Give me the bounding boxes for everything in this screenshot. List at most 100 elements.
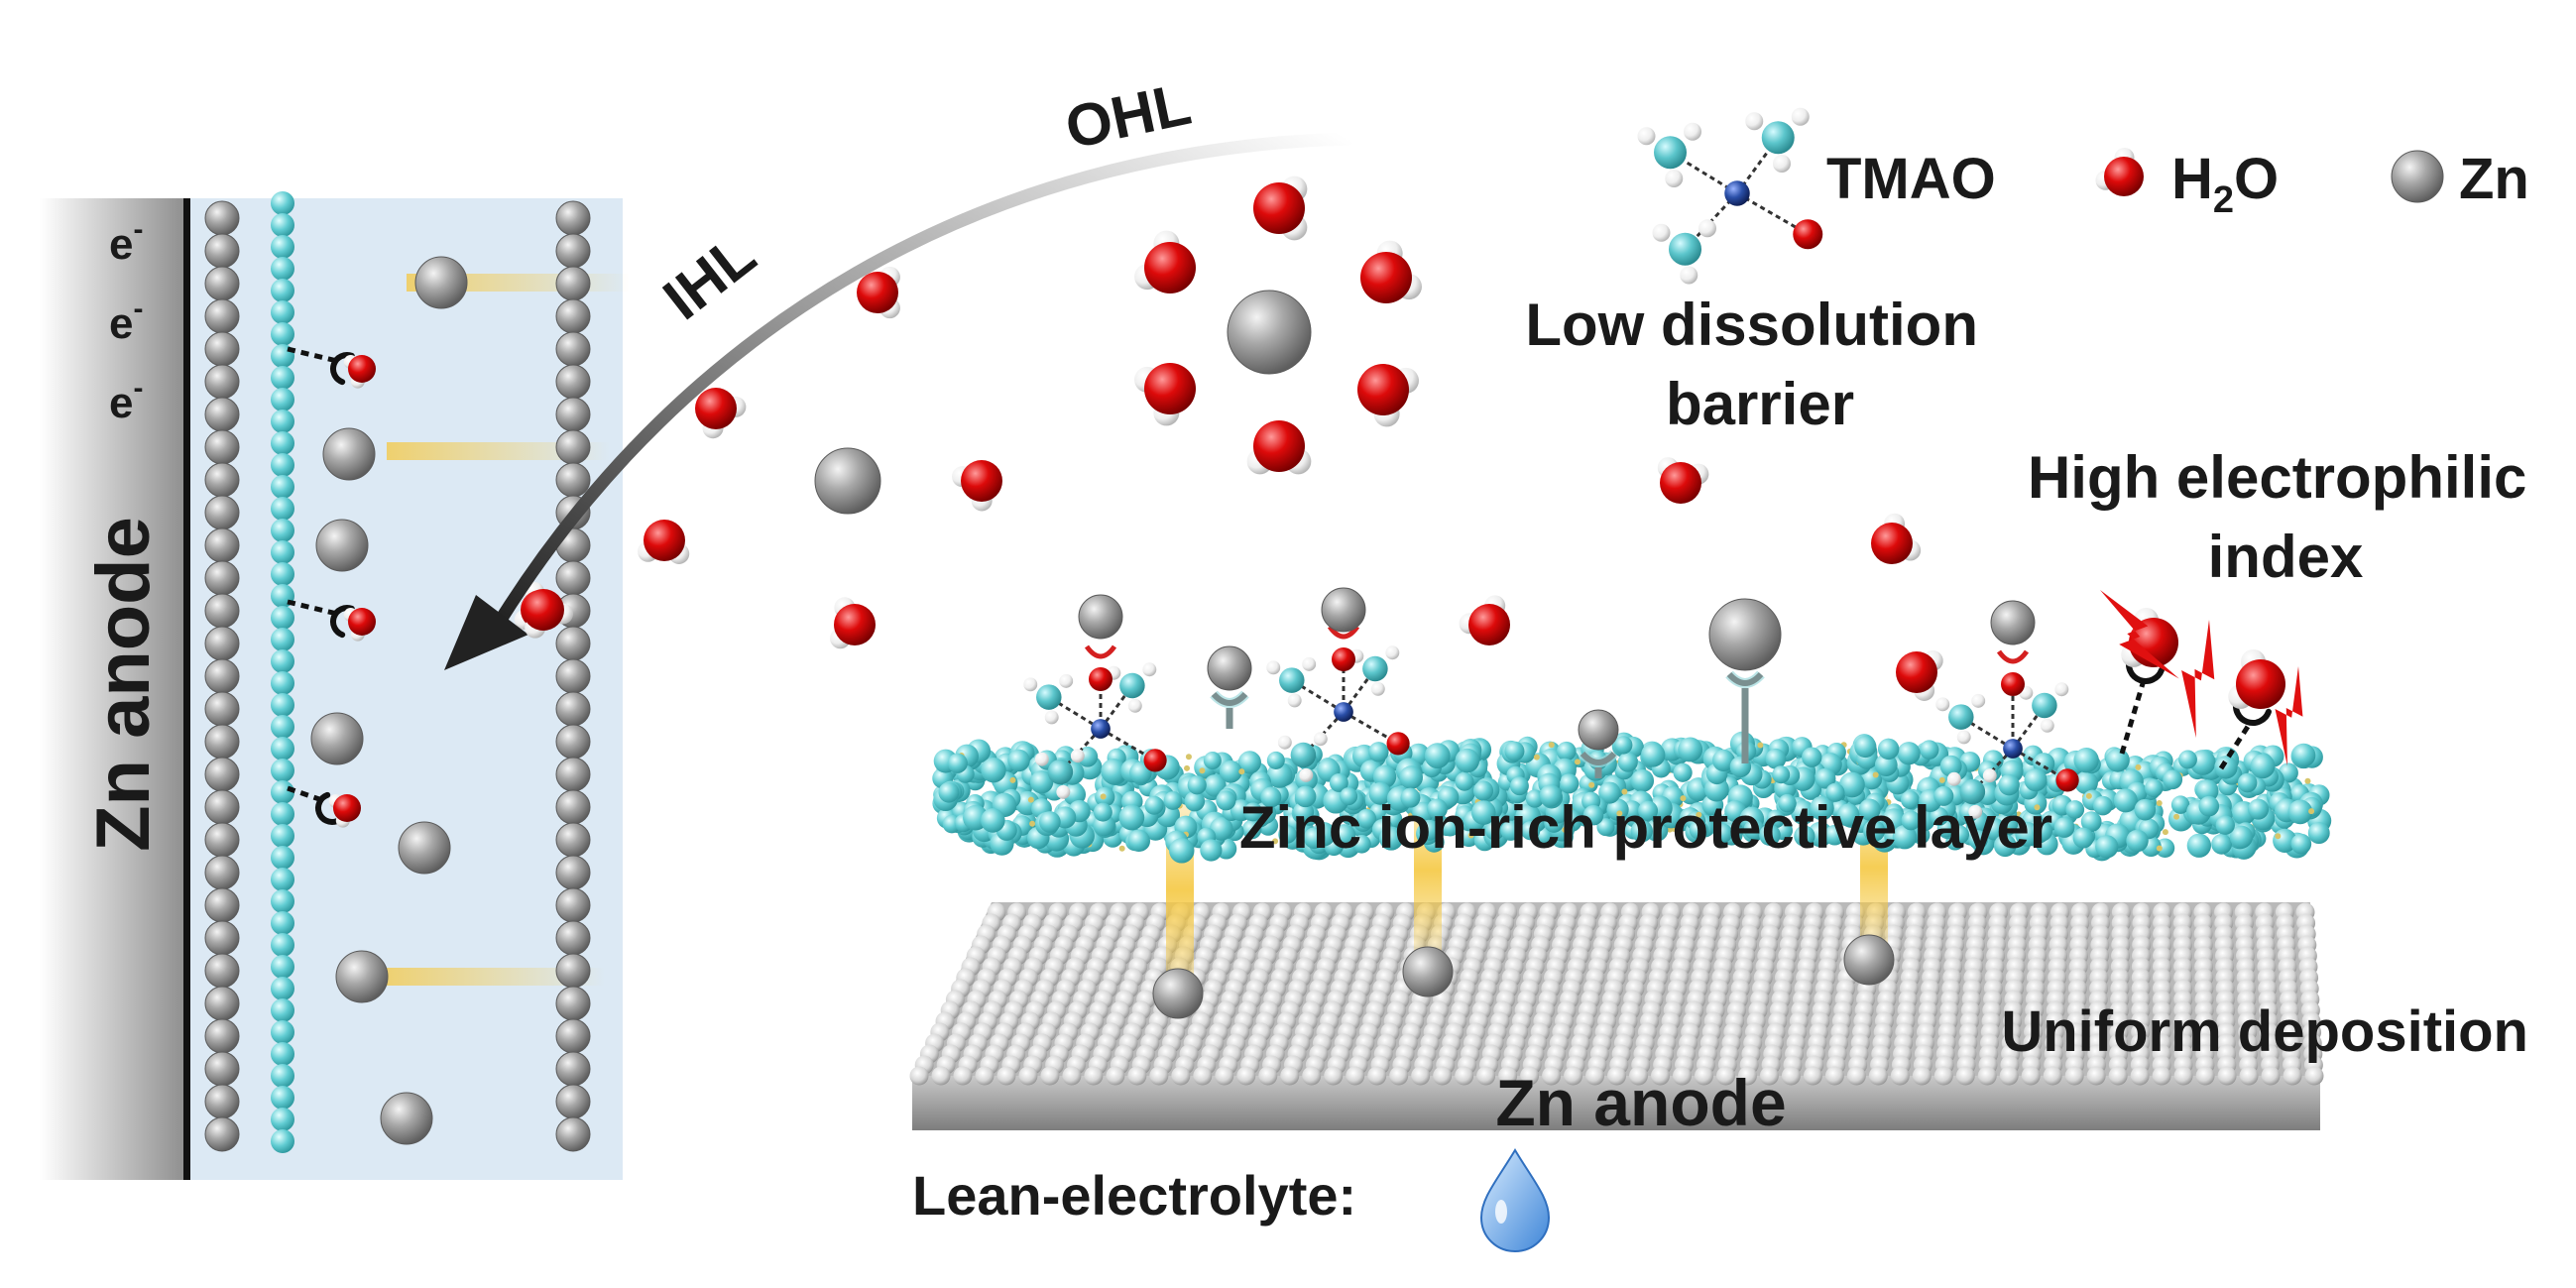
lean-electrolyte-label: Lean-electrolyte:	[912, 1164, 1356, 1227]
water-molecule	[1134, 363, 1196, 426]
protective-layer-atom	[1810, 795, 1834, 821]
protective-layer-atom	[1169, 838, 1195, 864]
protective-layer-atom	[1163, 791, 1183, 810]
legend-tmao-label: TMAO	[1826, 147, 1996, 211]
protective-layer-atom	[1424, 743, 1451, 769]
interface-layer-atom	[271, 519, 294, 542]
protective-layer-atom	[1127, 829, 1150, 852]
legend: TMAO H2O Zn	[1637, 107, 2529, 285]
zinc-ion	[204, 527, 240, 563]
zinc-ion	[555, 1116, 591, 1152]
zinc-ion	[555, 855, 591, 890]
protective-layer-atom	[2237, 772, 2258, 793]
interface-layer-atom	[271, 453, 294, 477]
interface-layer-atom	[271, 606, 294, 630]
zinc-ion	[204, 724, 240, 760]
protective-layer-atom	[2053, 817, 2075, 838]
tmao-zinc-complex	[1935, 600, 2079, 819]
zinc-ion	[380, 1092, 433, 1145]
protective-layer-atom	[2126, 829, 2149, 853]
zinc-ion	[555, 331, 591, 367]
binding-hook	[330, 352, 355, 386]
protective-layer-atom	[1329, 772, 1348, 792]
zinc-ion	[204, 1018, 240, 1054]
interface-layer-atom	[271, 1064, 294, 1088]
protective-layer-atom	[1815, 767, 1836, 789]
protective-layer-atom	[1772, 765, 1791, 784]
protective-layer-atom	[2105, 748, 2130, 772]
protective-layer-atom	[1525, 789, 1545, 808]
low-dissolution-label: Low dissolution barrier	[1525, 292, 1994, 437]
zinc-ion	[204, 397, 240, 432]
interface-layer-atom	[271, 213, 294, 237]
protective-layer-atom	[1759, 824, 1781, 846]
deposited-zinc-row	[951, 979, 2319, 998]
zinc-ion	[555, 298, 591, 334]
zinc-ion	[204, 658, 240, 694]
zinc-ion	[204, 855, 240, 890]
protective-layer-atom	[2134, 798, 2157, 821]
tmao-molecule-icon	[1637, 107, 1823, 285]
uniform-deposition-label: Uniform deposition	[2001, 999, 2528, 1064]
protective-layer-atom	[1630, 768, 1655, 793]
zinc-ion	[204, 953, 240, 989]
zinc-ion	[555, 789, 591, 825]
protective-layer-atom	[2290, 833, 2312, 855]
protective-layer-atom	[1617, 752, 1638, 772]
zinc-ion	[315, 519, 369, 572]
interface-layer-atom	[271, 562, 294, 586]
interface-layer-atom	[271, 1042, 294, 1066]
protective-layer-atom	[1556, 741, 1577, 761]
zinc-ion	[204, 429, 240, 465]
protective-layer-atom	[1500, 820, 1521, 841]
protective-layer-atom	[1930, 807, 1949, 826]
water-molecule	[343, 355, 376, 389]
protective-layer-atom	[1352, 834, 1371, 854]
interface-layer-atom	[271, 322, 294, 346]
protective-layer-atom	[1400, 787, 1421, 808]
zinc-ion	[204, 986, 240, 1021]
zinc-ion	[555, 560, 591, 596]
protective-layer-atom	[1673, 762, 1693, 782]
protective-layer-atom	[1791, 800, 1815, 825]
interface-layer-atom	[271, 497, 294, 521]
zinc-ion	[555, 462, 591, 498]
lightning-icon	[2100, 590, 2179, 679]
protective-layer-atom	[1470, 800, 1496, 825]
protective-layer-atom	[1598, 781, 1621, 804]
protective-layer-atom	[1418, 819, 1440, 841]
water-molecule	[2095, 148, 2144, 196]
zinc-ion	[204, 462, 240, 498]
water-molecule	[830, 597, 876, 649]
hydration-layer-arrow	[444, 132, 1355, 670]
zinc-ion	[204, 1116, 240, 1152]
protective-layer-atom	[1836, 803, 1860, 827]
zinc-ion	[204, 691, 240, 727]
protective-layer-atom	[1484, 820, 1505, 841]
anchored-zinc-site	[1578, 709, 1619, 778]
protective-layer-atom	[1897, 742, 1921, 765]
protective-layer-atom	[2287, 799, 2313, 825]
protective-layer-atom	[1559, 773, 1580, 794]
protective-layer-atom	[1638, 800, 1659, 821]
protective-layer-atom	[938, 781, 960, 803]
zinc-ion	[555, 986, 591, 1021]
zinc-ion	[555, 1051, 591, 1087]
interface-layer-atom	[271, 715, 294, 739]
interface-layer-atom	[271, 431, 294, 455]
interface-layer-atom	[271, 628, 294, 651]
zinc-ion	[204, 920, 240, 956]
interface-layer-atom	[271, 1086, 294, 1110]
zinc-ion	[204, 560, 240, 596]
zinc-ion	[555, 757, 591, 792]
water-molecule	[1871, 513, 1922, 564]
water-molecule	[952, 460, 1002, 512]
water-molecule	[343, 608, 376, 642]
zinc-ion	[204, 1084, 240, 1119]
protective-layer-atom	[2195, 779, 2219, 802]
water-molecule	[695, 388, 747, 439]
zinc-ion	[204, 822, 240, 858]
interface-layer-atom	[271, 933, 294, 957]
protective-layer-atom	[1303, 827, 1326, 850]
